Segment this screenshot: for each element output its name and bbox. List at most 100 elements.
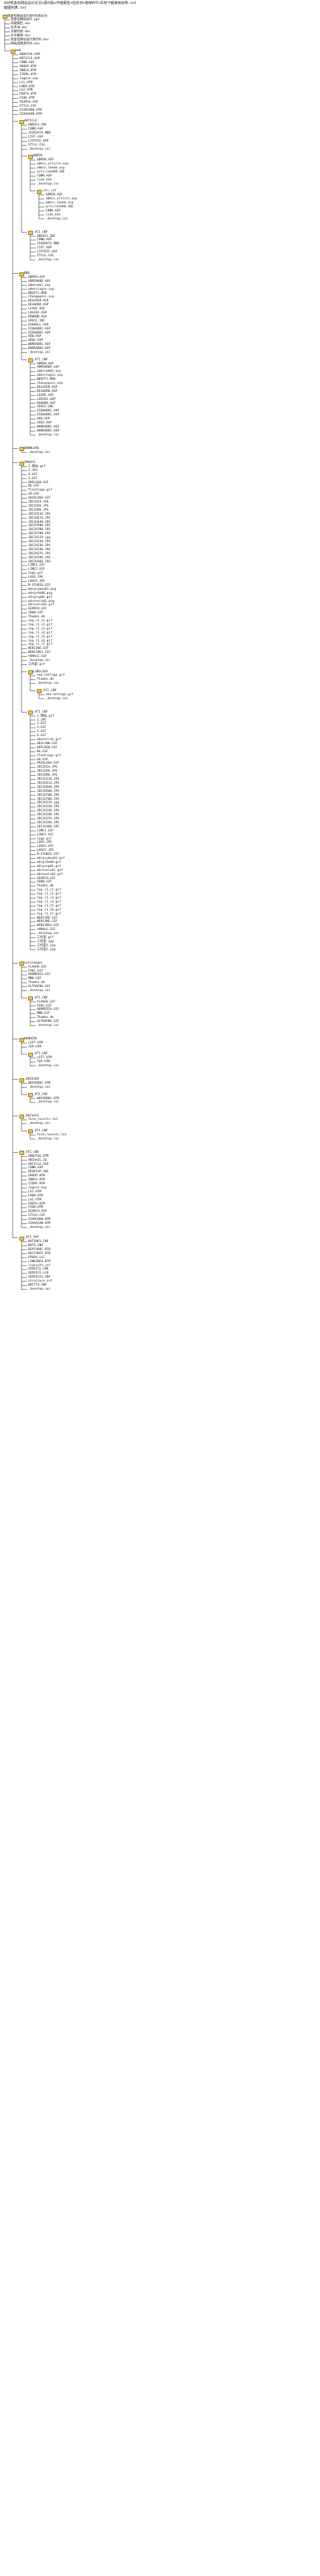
file-name: top_r1_c1.gif <box>37 888 61 892</box>
file-name: flashlogo.gif <box>28 488 52 493</box>
file-name: JDC2U219.jpg <box>37 801 60 805</box>
file-name: 工作室2.jpg <box>37 947 56 951</box>
root-file-name: 文献综述.doc <box>11 30 31 34</box>
folder-name: BBS <box>24 272 30 275</box>
file-name: _desktop.ini <box>28 989 51 993</box>
folder-name: IMAGES <box>24 461 36 465</box>
file-name: JDC2U238.JPG <box>28 540 51 544</box>
folder-name: _DERIVED <box>24 1078 40 1082</box>
file-name: STYLE.CSS <box>19 105 36 109</box>
file-name: ARTICLE.ASP <box>28 1162 49 1166</box>
file-name: top_r1_c4.gif <box>28 631 52 635</box>
folder-icon <box>28 1052 33 1057</box>
file-name: 2.GIF <box>37 722 46 726</box>
file-name: LIST.ASP <box>37 246 52 250</box>
file-name: ADMIN.ASP <box>37 158 54 162</box>
file-name: ADFLOG0.GIF <box>28 480 49 484</box>
file-name: admin_lmeem.asp <box>37 166 65 170</box>
folder-icon <box>11 49 15 54</box>
folder-name: _vti_cnf <box>42 189 57 193</box>
file-name: SHOW.GIF <box>28 611 44 615</box>
file-name: JDC2U116.JPG <box>28 512 51 516</box>
file-name: logout.asp <box>28 1186 47 1190</box>
file-name: JDC2U708.JPG <box>28 528 51 532</box>
file-name: top_r1_c6.gif <box>37 908 61 912</box>
file-name: CONN.ASP <box>46 209 61 213</box>
folder-icon <box>28 996 33 1001</box>
file-name: MMK.GIF <box>37 1012 50 1016</box>
file-name: CONN.ASP <box>37 174 52 178</box>
file-name: top_r1_c4.gif <box>37 900 61 904</box>
file-name: JDC2U56.JPG <box>37 770 58 774</box>
file-name: 2.JPG <box>28 468 38 472</box>
file-name: Thumbs.db <box>37 1016 54 1020</box>
file-name: HACKLOGO.GIF <box>28 497 51 501</box>
file-name: LOGO2.GIF <box>37 845 54 849</box>
file-name: LOGIN1.ASP <box>28 311 47 315</box>
file-name: GO.GIF <box>28 493 40 497</box>
file-name: changepass.asp <box>28 295 54 299</box>
file-name: CONN.ASP <box>19 61 35 65</box>
file-name: adminlogin.asp <box>37 374 63 378</box>
file-name: JDC2U238.JPG <box>37 805 60 809</box>
file-name: linkinfo.cnf <box>28 1264 51 1268</box>
file-name: LINE2.GIF <box>37 833 54 837</box>
folder-name: LINELOGO <box>33 670 48 674</box>
file-name: DESKTOP.INI <box>28 1170 49 1174</box>
file-name: FLASHS.GIF <box>28 965 47 969</box>
file-name: VIEWADD1.ASP <box>28 327 51 331</box>
file-name: top_r1_c6.gif <box>28 639 52 643</box>
file-name: LINKINFO.BTR <box>28 1259 51 1264</box>
file-name: WOSIRD01.HTM <box>37 1096 60 1100</box>
file-name: LS1.HTM <box>28 1190 42 1194</box>
folder-icon <box>19 447 24 452</box>
file-name: ITEMS.HTM <box>19 72 36 76</box>
file-name: BG.GIF <box>28 484 40 488</box>
file-name: form_results.txt <box>28 1118 58 1122</box>
file-name: YAMALE.GIF <box>37 928 56 932</box>
file-name: SERVICE.LCK <box>28 1272 49 1276</box>
file-name: YAMALE.GIF <box>28 655 47 659</box>
file-name: top_r1_c7.gif <box>37 912 61 916</box>
file-name: LEAVE.ASP <box>28 307 45 311</box>
root-file-name: 网站说明源代码.doc <box>11 42 40 46</box>
folder-name: _VTI_CNF <box>33 1129 48 1133</box>
folder-icon <box>19 1236 24 1241</box>
file-name: _desktop.ini <box>37 1024 60 1027</box>
file-name: SEARCH.ASP <box>19 101 38 105</box>
folder-icon <box>19 1078 24 1082</box>
file-name: Thumbs.db <box>28 615 45 619</box>
folder-icon <box>37 689 42 694</box>
file-name: _desktop.ini <box>28 1122 51 1126</box>
file-name: link.htm <box>46 213 61 217</box>
file-name: 工作室.gif <box>37 936 54 940</box>
header-line-1: ASP现金包网站设计论文+源代码+开题报告+任务书+答辩PPT+本地下载使用说明… <box>4 1 137 5</box>
file-name: CONN.ASP <box>28 1166 44 1170</box>
file-name: GROUP.HTM <box>19 65 36 69</box>
file-name: PIUB.HTM <box>19 97 35 101</box>
file-name: TOP.HTM <box>37 1060 50 1064</box>
folder-icon <box>28 670 33 675</box>
file-name: form_results.txt <box>37 1133 67 1137</box>
file-name: _desktop.ini <box>37 1064 60 1068</box>
file-name: LS1.HTM <box>19 81 33 85</box>
file-name: JDC2U366.JPG <box>37 825 60 829</box>
file-name: SEARCH.GIF <box>37 876 56 880</box>
file-name: SPACE.INC <box>37 405 54 409</box>
file-name: _desktop.ini <box>28 351 51 354</box>
file-name: BG.GIF <box>37 750 48 754</box>
file-name: XIAOCHEN.HTM <box>19 108 42 112</box>
folder-icon <box>19 1037 24 1042</box>
file-name: REWORD.ASP <box>37 401 56 405</box>
root-file-name: 开题报告.doc <box>11 22 31 26</box>
file-name: BOTS.CNF <box>28 1244 44 1248</box>
file-name: link.htm <box>37 178 52 182</box>
file-name: JDC2U708.JPG <box>37 793 60 797</box>
file-name: JDC2U116.JPG <box>37 778 60 782</box>
file-name: VIEWADD2.ASP <box>37 413 60 417</box>
file-name: LINE1.GIF <box>37 829 54 833</box>
file-name: JDC2U296.JPG <box>37 821 60 825</box>
file-name: LINE2.GIF <box>28 568 45 572</box>
file-name: WORDADD2.ASP <box>28 347 51 351</box>
header-line-2: 截图列表.txt <box>4 6 27 10</box>
